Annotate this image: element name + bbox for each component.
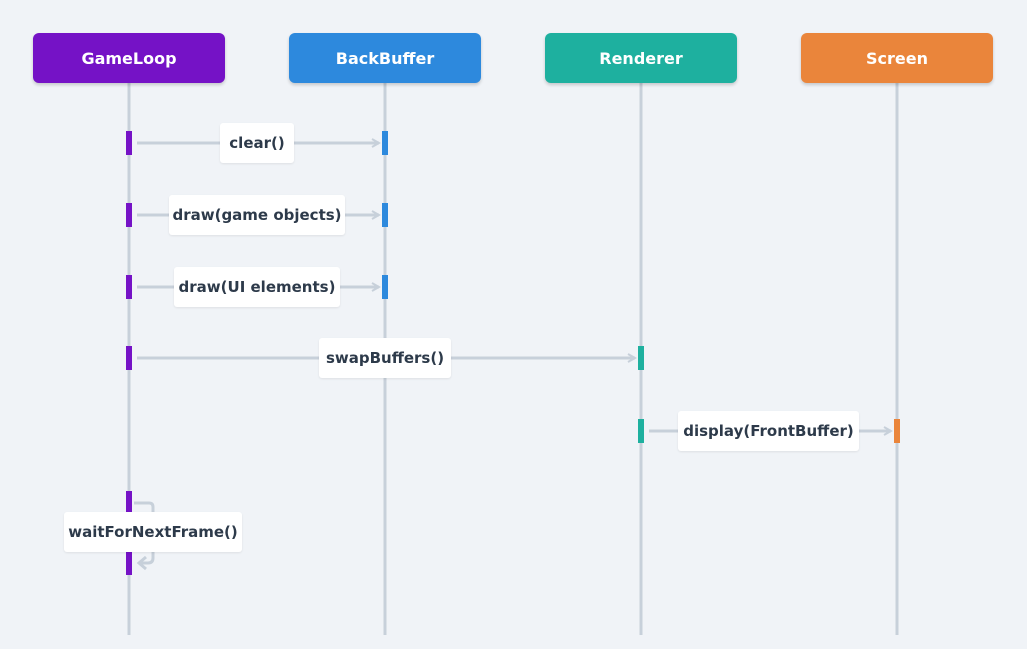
message-label-swap-buffers: swapBuffers(): [319, 338, 451, 378]
message-label-wait-for-next-frame: waitForNextFrame(): [64, 512, 242, 552]
participant-renderer-label: Renderer: [599, 48, 683, 68]
participant-gameloop: GameLoop: [33, 33, 225, 83]
activation-renderer-swap-buffers: [638, 346, 644, 370]
message-label-draw-game-objects: draw(game objects): [169, 195, 345, 235]
participant-screen: Screen: [801, 33, 993, 83]
participant-backbuffer: BackBuffer: [289, 33, 481, 83]
participant-gameloop-label: GameLoop: [81, 48, 177, 68]
message-label-display-front-buffer: display(FrontBuffer): [678, 411, 859, 451]
activation-renderer-display: [638, 419, 644, 443]
participant-backbuffer-label: BackBuffer: [335, 48, 435, 68]
activation-gameloop-clear: [126, 131, 132, 155]
activation-screen-display: [894, 419, 900, 443]
activation-gameloop-draw-game-objects: [126, 203, 132, 227]
message-label-draw-ui-elements: draw(UI elements): [174, 267, 340, 307]
activation-backbuffer-draw-game-objects: [382, 203, 388, 227]
participant-renderer: Renderer: [545, 33, 737, 83]
participant-screen-label: Screen: [866, 48, 928, 68]
message-label-clear: clear(): [220, 123, 294, 163]
activation-gameloop-draw-ui-elements: [126, 275, 132, 299]
activation-backbuffer-draw-ui-elements: [382, 275, 388, 299]
activation-gameloop-swap-buffers: [126, 346, 132, 370]
self-loop-arrowhead: [136, 555, 147, 571]
activation-backbuffer-clear: [382, 131, 388, 155]
